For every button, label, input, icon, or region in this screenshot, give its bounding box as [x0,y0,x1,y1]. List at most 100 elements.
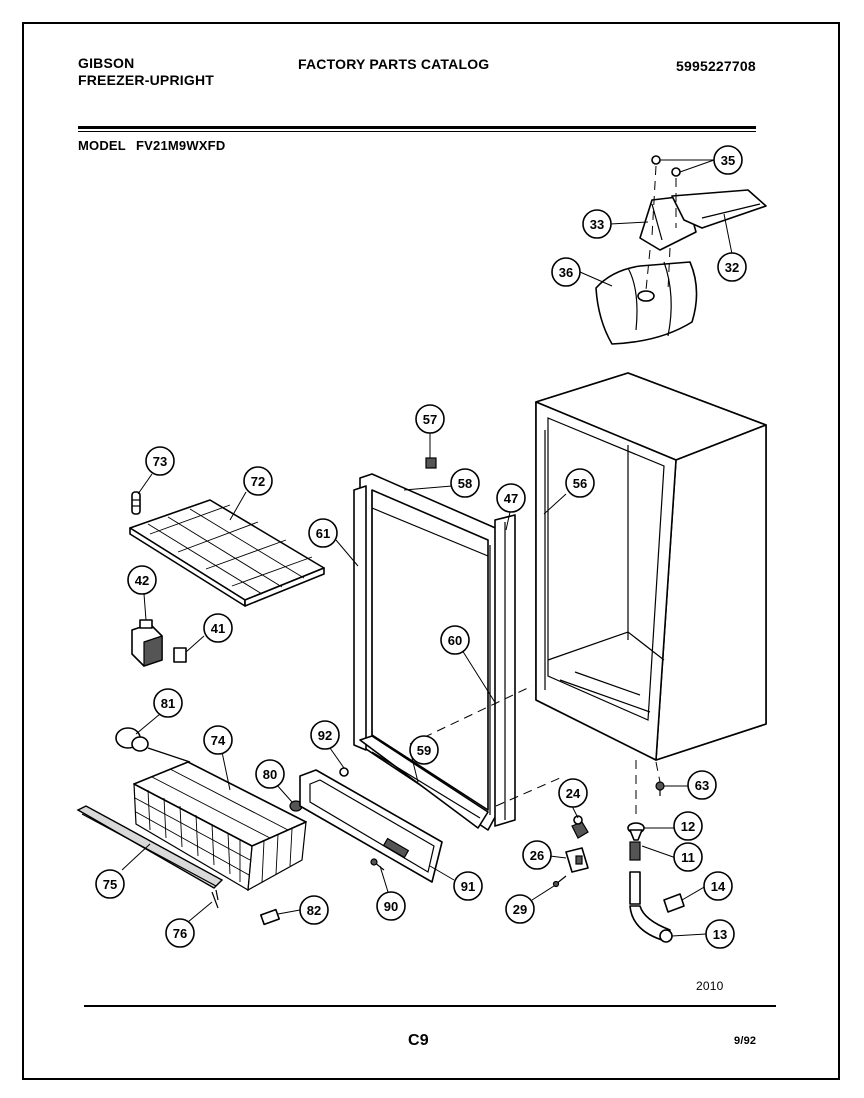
screw-29-illustration [552,875,567,888]
callout-number: 73 [153,454,167,469]
callout-29: 29 [505,894,535,924]
callout-number: 75 [103,877,117,892]
callout-41: 41 [203,613,233,643]
trim-strip-75-illustration [76,805,224,889]
callout-circle [203,725,233,755]
callout-number: 26 [530,848,544,863]
callout-number: 13 [713,927,727,942]
callout-number: 41 [211,621,225,636]
screw-92-illustration [339,767,349,777]
callout-60: 60 [440,625,470,655]
callout-32: 32 [717,252,747,282]
page-code: C9 [408,1032,429,1049]
callout-circle [127,565,157,595]
shelf-illustration [129,499,325,607]
callout-number: 14 [711,879,726,894]
callout-number: 11 [681,850,695,865]
part-41-illustration [173,647,187,663]
callout-number: 56 [573,476,587,491]
callout-56: 56 [565,468,595,498]
leader-lines [121,159,733,937]
footer-rule [84,1005,776,1007]
callout-80: 80 [255,759,285,789]
arm-32-illustration [671,189,767,229]
callout-91: 91 [453,871,483,901]
date-code: 9/92 [734,1035,757,1047]
callout-61: 61 [308,518,338,548]
callout-72: 72 [243,466,273,496]
callout-layer: 3533323657584756616073724241817480925924… [95,145,747,949]
roller-81-illustration [115,727,191,763]
callout-82: 82 [299,895,329,925]
callout-circle [713,145,743,175]
callout-47: 47 [496,483,526,513]
basket-illustration [133,761,307,892]
cabinet-illustration [535,372,767,761]
callout-number: 61 [316,526,330,541]
callout-number: 24 [566,786,581,801]
callout-circle [522,840,552,870]
callout-number: 35 [721,153,735,168]
model-label: MODEL [78,138,126,153]
callout-33: 33 [582,209,612,239]
callout-circle [376,891,406,921]
callout-circle [95,869,125,899]
callout-number: 58 [458,476,472,491]
callout-circle [440,625,470,655]
part-82-illustration [259,908,281,926]
drain-tube-13-illustration [629,871,673,943]
drain-fitting-11-illustration [629,841,641,861]
fan-housing-36-illustration [595,261,698,345]
callout-63: 63 [687,770,717,800]
callout-number: 90 [384,899,398,914]
callout-26: 26 [522,840,552,870]
callout-circle [299,895,329,925]
callout-13: 13 [705,919,735,949]
catalog-title: FACTORY PARTS CATALOG [298,56,490,72]
catalog-number: 5995227708 [676,58,756,74]
callout-number: 74 [211,733,226,748]
callout-59: 59 [409,735,439,765]
callout-number: 32 [725,260,739,275]
callout-75: 75 [95,869,125,899]
callout-73: 73 [145,446,175,476]
callout-circle [310,720,340,750]
callout-number: 63 [695,778,709,793]
hinge-24-illustration [571,815,589,839]
callout-90: 90 [376,891,406,921]
callout-circle [409,735,439,765]
callout-circle [673,842,703,872]
callout-number: 92 [318,728,332,743]
callout-number: 81 [161,696,175,711]
header-rule-thick [78,126,756,129]
callout-35: 35 [713,145,743,175]
drain-cap-12-illustration [627,822,645,841]
clip-14-illustration [663,893,685,913]
callout-12: 12 [673,811,703,841]
callout-circle [551,257,581,287]
screw-90-illustration [370,858,385,871]
callout-number: 72 [251,474,265,489]
door-gasket-illustration [353,473,516,831]
page-border [22,22,840,1080]
callout-14: 14 [703,871,733,901]
callout-81: 81 [153,688,183,718]
callout-circle [450,468,480,498]
callout-number: 47 [504,491,518,506]
clip-73-illustration [131,491,141,515]
callout-57: 57 [415,404,445,434]
callout-92: 92 [310,720,340,750]
callout-24: 24 [558,778,588,808]
callout-number: 80 [263,767,277,782]
bracket-42-illustration [131,619,163,667]
callout-circle [145,446,175,476]
callout-number: 33 [590,217,604,232]
callout-circle [717,252,747,282]
callout-circle [255,759,285,789]
callout-number: 36 [559,265,573,280]
callout-circle [558,778,588,808]
callout-number: 76 [173,926,187,941]
callout-36: 36 [551,257,581,287]
product-type: FREEZER-UPRIGHT [78,72,214,88]
kickplate-91-illustration [299,769,443,883]
